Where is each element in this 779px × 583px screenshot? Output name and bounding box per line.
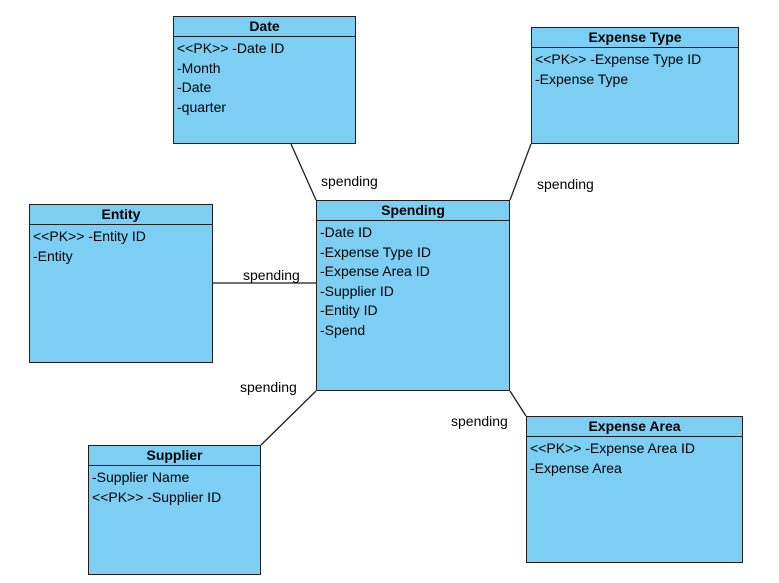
attribute: <<PK>> -Entity ID (33, 228, 146, 244)
date-attributes: <<PK>> -Date ID -Month -Date -quarter (174, 37, 355, 117)
date-entity-title: Date (174, 17, 355, 37)
expense-type-attributes: <<PK>> -Expense Type ID -Expense Type (532, 48, 738, 89)
expense-area-entity-title: Expense Area (527, 417, 742, 437)
spending-entity[interactable]: Spending -Date ID -Expense Type ID -Expe… (316, 200, 510, 391)
attribute: -Expense Type (535, 70, 629, 87)
attribute: <<PK>> -Date ID (177, 40, 285, 56)
attribute: <<PK>> -Supplier ID (92, 488, 222, 505)
entity-entity-title: Entity (30, 205, 212, 225)
expense-type-entity-title: Expense Type (532, 28, 738, 48)
attribute: -Date (177, 79, 212, 95)
attribute: -Month (177, 59, 221, 76)
attribute: -Entity (33, 247, 73, 264)
line-date-spending (290, 143, 317, 201)
spending-entity-title: Spending (317, 201, 509, 221)
attribute: -Expense Area (530, 459, 622, 476)
attribute: <<PK>> -Expense Area ID (530, 440, 695, 456)
attribute: -Entity ID (320, 302, 378, 318)
expense-area-entity[interactable]: Expense Area <<PK>> -Expense Area ID -Ex… (526, 416, 743, 563)
attribute: -Date ID (320, 224, 373, 240)
attribute: -quarter (177, 98, 227, 115)
attribute: -Supplier Name (92, 469, 190, 485)
relationship-label-supplier: spending (240, 379, 297, 395)
supplier-entity-title: Supplier (89, 446, 260, 466)
expense-type-entity[interactable]: Expense Type <<PK>> -Expense Type ID -Ex… (531, 27, 739, 144)
attribute: <<PK>> -Expense Type ID (535, 51, 702, 67)
relationship-label-expense-area: spending (451, 413, 508, 429)
entity-attributes: <<PK>> -Entity ID -Entity (30, 225, 212, 266)
supplier-entity[interactable]: Supplier -Supplier Name <<PK>> -Supplier… (88, 445, 261, 575)
line-supplier-spending (260, 390, 317, 446)
spending-attributes: -Date ID -Expense Type ID -Expense Area … (317, 221, 509, 340)
entity-entity[interactable]: Entity <<PK>> -Entity ID -Entity (29, 204, 213, 363)
line-expense-area-spending (509, 390, 527, 417)
attribute: -Spend (320, 321, 366, 338)
relationship-label-date: spending (321, 173, 378, 189)
relationship-label-entity: spending (243, 267, 300, 283)
supplier-attributes: -Supplier Name <<PK>> -Supplier ID (89, 466, 260, 507)
attribute: -Expense Area ID (320, 263, 430, 279)
line-expense-type-spending (509, 143, 532, 201)
attribute: -Expense Type ID (320, 243, 432, 260)
relationship-label-expense-type: spending (537, 176, 594, 192)
date-entity[interactable]: Date <<PK>> -Date ID -Month -Date -quart… (173, 16, 356, 144)
attribute: -Supplier ID (320, 282, 394, 299)
expense-area-attributes: <<PK>> -Expense Area ID -Expense Area (527, 437, 742, 478)
